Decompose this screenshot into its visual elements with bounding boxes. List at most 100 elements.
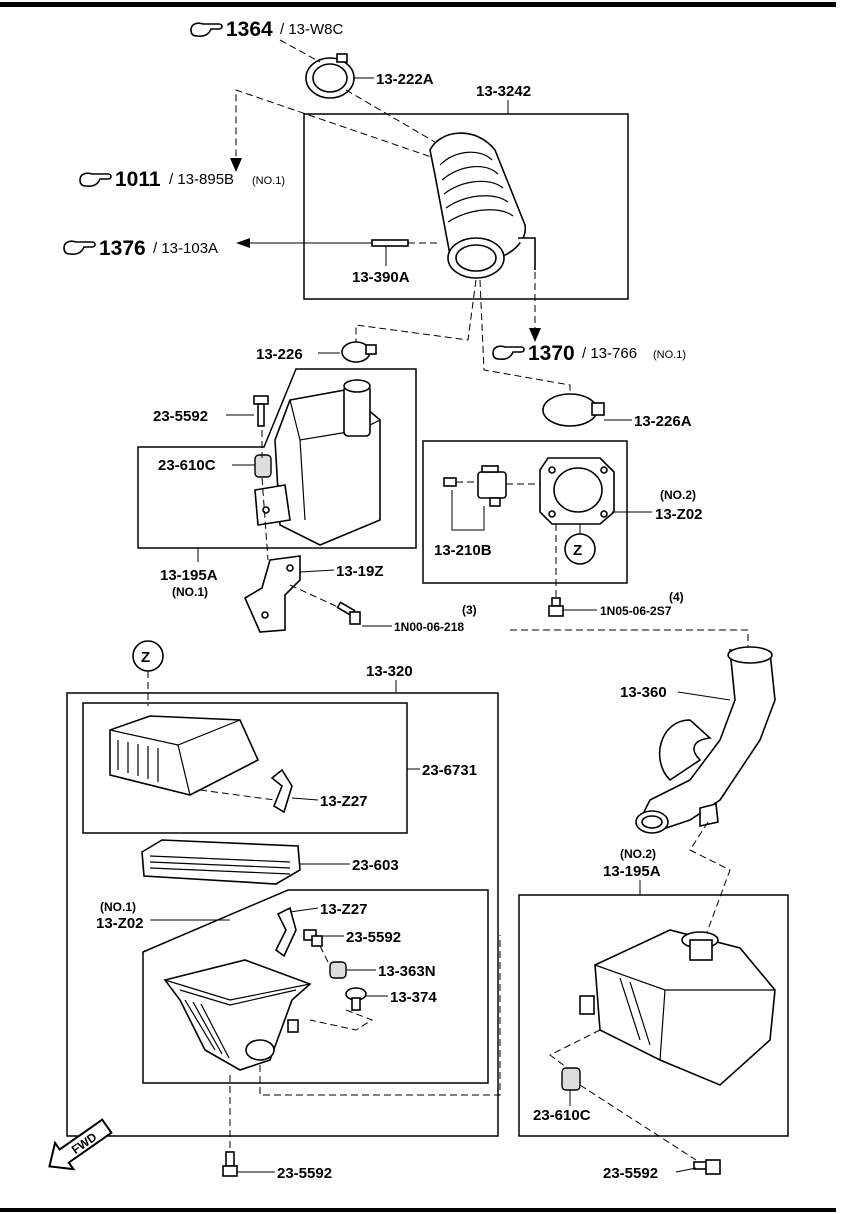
bolt-1N05-06-2S7[interactable] — [548, 597, 564, 617]
throttle-body-13-Z02-no2[interactable] — [539, 457, 615, 525]
dash-bracket-bolt — [289, 584, 341, 609]
bolt-23-5592-b[interactable] — [303, 929, 323, 947]
label-13-195A-2-note: (NO.2) — [620, 847, 656, 861]
bolt-23-5592-a[interactable] — [253, 395, 269, 427]
clamp-13-226A[interactable] — [542, 393, 605, 427]
dash-throttle-duct — [510, 629, 749, 655]
duct-box — [303, 113, 629, 300]
dash-grommet-bolt — [579, 1084, 697, 1161]
label-13-Z27-a[interactable]: 13-Z27 — [320, 793, 368, 810]
dash-clamp-duct — [345, 89, 441, 146]
label-1N00-qty: (3) — [462, 603, 477, 617]
clip-13-Z27-b[interactable] — [274, 906, 297, 958]
label-13-195A-1[interactable]: 13-195A — [160, 567, 218, 584]
label-13-390A[interactable]: 13-390A — [352, 269, 410, 286]
cleaner-cover-23-6731[interactable] — [109, 715, 260, 796]
clip-13-Z27-a[interactable] — [270, 768, 293, 814]
pointing-hand-icon — [79, 172, 112, 187]
ref-note: (NO.1) — [653, 349, 686, 361]
label-23-5592-b[interactable]: 23-5592 — [346, 929, 401, 946]
svg-text:Z: Z — [573, 542, 582, 559]
label-1N00-06-218[interactable]: 1N00-06-218 — [394, 620, 464, 634]
label-23-5592-a[interactable]: 23-5592 — [153, 408, 208, 425]
resonator-no2-box — [518, 894, 789, 1137]
arrowhead-1376 — [236, 238, 250, 248]
ref-target: / 13-103A — [153, 240, 218, 257]
svg-text:Z: Z — [141, 649, 150, 666]
dash-duct-13-226 — [355, 279, 477, 345]
leader-23-5592-d — [675, 1167, 697, 1173]
ref-target: / 13-766 — [582, 345, 637, 362]
sensor-13-210B[interactable] — [443, 465, 507, 507]
air-duct-hose[interactable] — [429, 132, 536, 279]
ref-1364[interactable]: 1364 / 13-W8C — [190, 18, 344, 41]
ref-1376[interactable]: 1376 / 13-103A — [63, 237, 218, 260]
clamp-13-222A[interactable] — [305, 53, 355, 99]
label-13-320[interactable]: 13-320 — [366, 663, 413, 680]
grommet-13-363N[interactable] — [329, 961, 347, 979]
label-13-195A-2[interactable]: 13-195A — [603, 863, 661, 880]
label-23-603[interactable]: 23-603 — [352, 857, 399, 874]
label-13-363N[interactable]: 13-363N — [378, 963, 436, 980]
hose-13-390A[interactable] — [371, 239, 409, 247]
label-13-226[interactable]: 13-226 — [256, 346, 303, 363]
pointing-hand-icon — [492, 345, 525, 360]
label-13-210B[interactable]: 13-210B — [434, 542, 492, 559]
label-13-360[interactable]: 13-360 — [620, 684, 667, 701]
label-23-6731[interactable]: 23-6731 — [422, 762, 477, 779]
label-13-Z02-2-note: (NO.2) — [660, 488, 696, 502]
bolt-1N00-06-218[interactable] — [336, 601, 361, 625]
fwd-arrow-icon: FWD — [48, 1118, 113, 1171]
dash-1011 — [235, 89, 441, 161]
filter-element-23-603[interactable] — [141, 839, 301, 885]
pin-13-374[interactable] — [345, 987, 367, 1011]
ref-number: 1364 — [226, 18, 273, 41]
z-marker-bottom[interactable]: Z — [132, 640, 164, 672]
bracket-13-19Z[interactable] — [243, 555, 301, 633]
label-13-Z02-1[interactable]: 13-Z02 — [96, 915, 144, 932]
label-23-610C-a[interactable]: 23-610C — [158, 457, 216, 474]
label-13-374[interactable]: 13-374 — [390, 989, 437, 1006]
leader-13-Z27-a — [291, 797, 319, 801]
label-13-19Z[interactable]: 13-19Z — [336, 563, 384, 580]
leader-13-210B — [451, 490, 485, 531]
ref-target: / 13-W8C — [280, 21, 344, 38]
ref-1370[interactable]: 1370 / 13-766 (NO.1) — [492, 342, 686, 365]
air-cleaner-box — [66, 692, 499, 1137]
lower-case-13-Z02[interactable] — [163, 959, 312, 1071]
ref-1011[interactable]: 1011 / 13-895B (NO.1) — [79, 168, 285, 191]
dash-1364-clamp — [279, 39, 321, 63]
leader-13-360 — [677, 691, 731, 701]
label-1N05-06-2S7[interactable]: 1N05-06-2S7 — [600, 604, 672, 618]
arrowhead-1011 — [230, 158, 242, 172]
label-13-Z02-2[interactable]: 13-Z02 — [655, 506, 703, 523]
clamp-13-226[interactable] — [341, 341, 377, 363]
bolt-23-5592-d[interactable] — [693, 1159, 721, 1175]
intake-duct-13-360[interactable] — [635, 646, 776, 834]
ref-number: 1011 — [115, 168, 161, 191]
dash-resonator-grommet — [549, 1029, 601, 1071]
ref-number: 1376 — [99, 237, 146, 260]
label-13-Z27-b[interactable]: 13-Z27 — [320, 901, 368, 918]
label-23-610C-b[interactable]: 23-610C — [533, 1107, 591, 1124]
label-23-5592-d[interactable]: 23-5592 — [603, 1165, 658, 1182]
z-marker-top[interactable]: Z — [564, 533, 596, 565]
label-13-222A[interactable]: 13-222A — [376, 71, 434, 88]
dash-cleaner-resonator — [259, 935, 501, 1096]
pointing-hand-icon — [63, 240, 96, 255]
leader-13-Z27-b — [289, 907, 319, 913]
grommet-23-610C-b[interactable] — [561, 1067, 581, 1091]
pointing-hand-icon — [190, 22, 223, 37]
resonator-no1[interactable] — [254, 379, 381, 546]
label-13-3242[interactable]: 13-3242 — [476, 83, 531, 100]
resonator-no2[interactable] — [579, 929, 776, 1086]
dash-fasteners — [309, 945, 374, 1031]
ref-note: (NO.1) — [252, 175, 285, 187]
label-23-5592-c[interactable]: 23-5592 — [277, 1165, 332, 1182]
ref-number: 1370 — [528, 342, 575, 365]
label-13-226A[interactable]: 13-226A — [634, 413, 692, 430]
label-1N05-qty: (4) — [669, 590, 684, 604]
label-13-Z02-1-note: (NO.1) — [100, 900, 136, 914]
grommet-23-610C-a[interactable] — [254, 454, 272, 478]
bolt-23-5592-c[interactable] — [222, 1151, 238, 1177]
